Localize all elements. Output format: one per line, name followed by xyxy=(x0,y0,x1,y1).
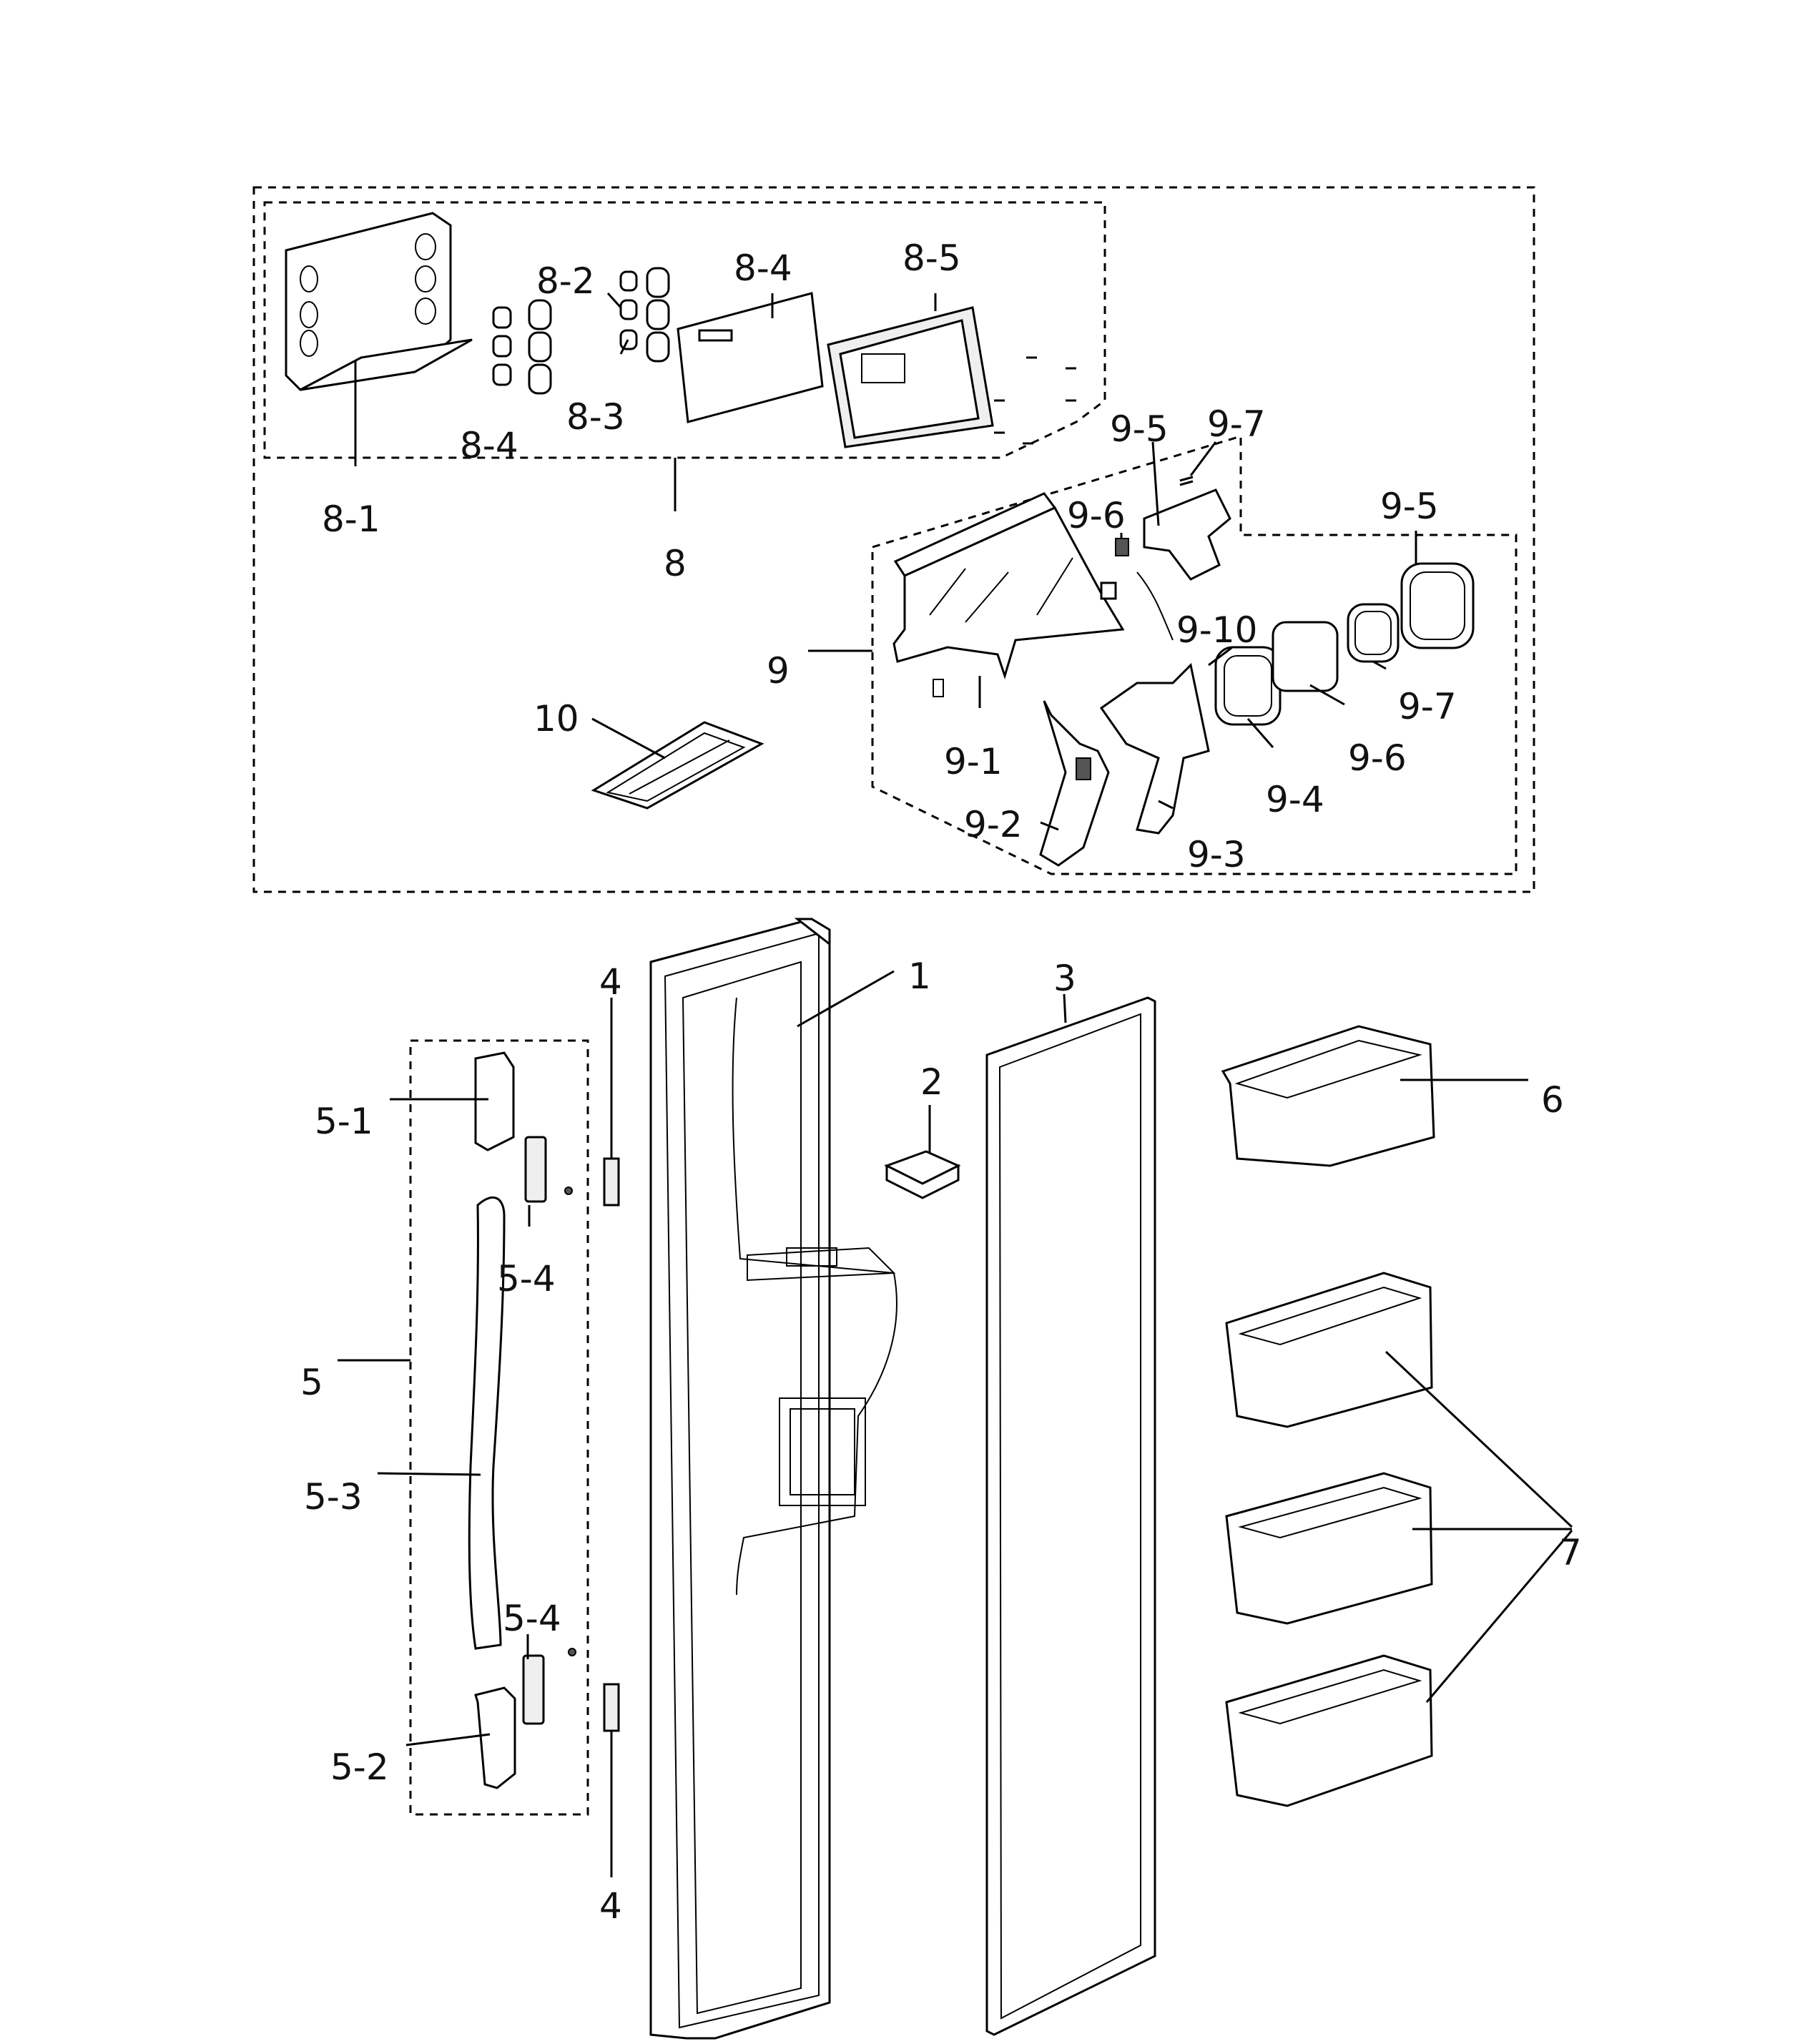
part-8-4-pcb-board xyxy=(677,292,824,423)
label-9-2: 9-2 xyxy=(964,804,1023,845)
label-8-3: 8-3 xyxy=(566,396,625,438)
label-2: 2 xyxy=(920,1061,943,1103)
group-5-box xyxy=(409,1039,589,1816)
label-10: 10 xyxy=(533,698,579,740)
label-5-3: 5-3 xyxy=(304,1476,363,1518)
label-8-4-board: 8-4 xyxy=(734,247,792,289)
part-5-handle-assembly xyxy=(468,1051,576,1789)
part-8-screws xyxy=(994,356,1076,445)
label-8-5: 8-5 xyxy=(902,237,961,279)
assembly-group-boundaries xyxy=(252,186,1535,1816)
part-4-hinge-blocks xyxy=(603,1157,620,1732)
label-9-7-spring: 9-7 xyxy=(1207,403,1266,445)
label-9-5-ring: 9-5 xyxy=(1380,486,1439,527)
label-9-5-solenoid: 9-5 xyxy=(1110,408,1169,450)
label-8: 8 xyxy=(664,543,687,584)
part-8-2-8-3-switch-caps xyxy=(492,267,670,395)
outer-dispenser-group-box xyxy=(252,186,1535,893)
label-4-top: 4 xyxy=(599,961,622,1003)
label-9-6-small: 9-6 xyxy=(1067,495,1126,536)
label-5-2: 5-2 xyxy=(330,1746,389,1788)
group-8-box xyxy=(263,201,1106,459)
label-8-4-caps: 8-4 xyxy=(460,425,518,466)
part-3-door-gasket xyxy=(985,996,1156,2036)
label-9-4: 9-4 xyxy=(1266,779,1324,820)
part-7-door-bins xyxy=(1225,1272,1433,1807)
label-5-1: 5-1 xyxy=(315,1101,373,1142)
part-10-drip-tray xyxy=(591,721,764,810)
part-9-3-ice-chute-funnel xyxy=(1099,662,1210,835)
leader-lines xyxy=(338,292,1573,1877)
part-9-1-dispenser-housing xyxy=(892,492,1125,697)
label-9-10: 9-10 xyxy=(1176,609,1257,651)
label-6: 6 xyxy=(1541,1079,1564,1121)
label-8-1: 8-1 xyxy=(322,498,380,540)
part-6-door-bin xyxy=(1221,1025,1435,1167)
label-8-2: 8-2 xyxy=(536,260,595,302)
label-9-1: 9-1 xyxy=(944,741,1003,782)
label-5-4-top: 5-4 xyxy=(497,1258,556,1299)
part-1-door-liner xyxy=(649,918,897,2040)
part-2-cup xyxy=(884,1150,961,1199)
part-8-1-bracket xyxy=(285,212,473,391)
label-5: 5 xyxy=(300,1362,323,1403)
label-7: 7 xyxy=(1559,1532,1582,1573)
label-9-6-ring: 9-6 xyxy=(1348,737,1407,779)
part-9-4-9-6-9-7-9-5-gasket-rings xyxy=(1214,562,1475,726)
label-3: 3 xyxy=(1053,958,1076,999)
part-labels: 8-1 8-2 8-3 8-4 8-4 8-5 8 9 9-1 9-2 9-3 … xyxy=(300,237,1582,1927)
label-1: 1 xyxy=(908,955,931,997)
label-5-4-bottom: 5-4 xyxy=(503,1598,561,1639)
part-8-5-display-panel xyxy=(827,306,994,448)
label-9-3: 9-3 xyxy=(1187,834,1246,875)
label-9: 9 xyxy=(767,650,790,692)
label-9-7-ring: 9-7 xyxy=(1398,686,1457,727)
part-9-5-solenoid xyxy=(1100,488,1231,641)
part-9-2-ice-chute-lever xyxy=(1039,700,1110,867)
label-4-bottom: 4 xyxy=(599,1885,622,1927)
group-9-box xyxy=(871,434,1518,875)
part-9-7-spring xyxy=(1179,476,1194,486)
